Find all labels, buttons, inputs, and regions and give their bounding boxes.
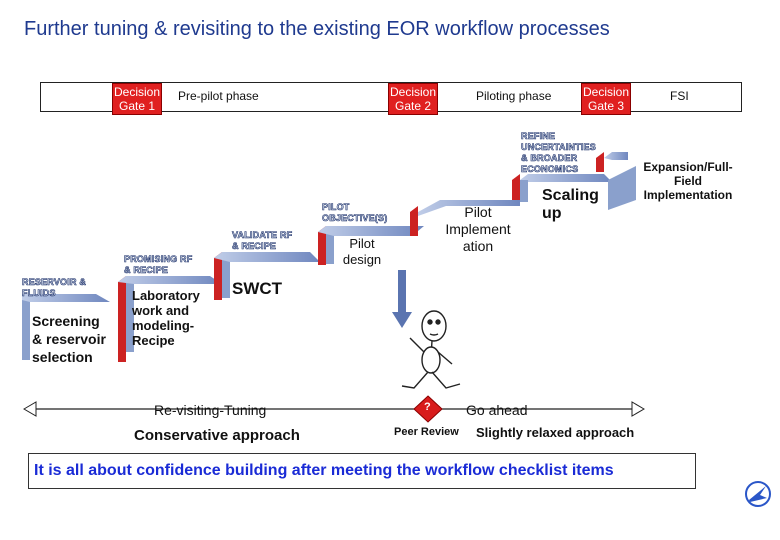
expansion-line1: Expansion/Full- bbox=[643, 160, 733, 174]
pilot-design-line2: design bbox=[342, 252, 382, 267]
question-mark: ? bbox=[424, 401, 431, 413]
step-label-reservoir: RESERVOIR & FLUIDS bbox=[22, 277, 86, 299]
scaling-up-line2: up bbox=[542, 205, 562, 222]
relaxed-label: Slightly relaxed approach bbox=[476, 425, 635, 440]
gate-1-line1: Decision bbox=[113, 85, 161, 99]
gate-2-line2: Gate 2 bbox=[394, 99, 432, 113]
decision-gate-1: Decision Gate 1 bbox=[112, 83, 162, 115]
peer-review-label: Peer Review bbox=[394, 426, 459, 438]
step-label-pilot-objectives: PILOT OBJECTIVE(S) bbox=[322, 202, 388, 224]
scaling-up-label: Scaling up bbox=[542, 187, 599, 223]
decision-gate-2: Decision Gate 2 bbox=[388, 83, 438, 115]
laboratory-line2: work and bbox=[132, 303, 190, 318]
revisiting-label: Re-visiting-Tuning bbox=[154, 402, 267, 418]
screening-line3: selection bbox=[32, 349, 93, 365]
pilot-implementation-line1: Pilot bbox=[464, 204, 492, 220]
swct-label: SWCT bbox=[232, 279, 283, 298]
step-promising bbox=[118, 276, 222, 362]
screening-line1: Screening bbox=[32, 313, 100, 329]
screening-label: Screening & reservoir selection bbox=[32, 312, 106, 366]
laboratory-label: Laboratory work and modeling- Recipe bbox=[132, 288, 200, 348]
laboratory-line1: Laboratory bbox=[132, 288, 200, 303]
step-label-refine: REFINE UNCERTAINTIES & BROADER ECONOMICS bbox=[521, 131, 596, 175]
phase-pre-pilot: Pre-pilot phase bbox=[178, 89, 259, 103]
reservoir-line2: FLUIDS bbox=[22, 288, 56, 299]
step-label-validate: VALIDATE RF & RECIPE bbox=[232, 230, 293, 252]
refine-line4: ECONOMICS bbox=[521, 164, 579, 175]
pilot-implementation-line2: Implement bbox=[445, 221, 511, 237]
pilot-objectives-line1: PILOT bbox=[322, 202, 350, 213]
pilot-implementation-line3: ation bbox=[462, 238, 494, 254]
axis-right-head bbox=[631, 401, 645, 417]
pilot-design-label: Pilot design bbox=[336, 236, 388, 268]
stick-figure bbox=[401, 310, 461, 389]
scaling-up-line1: Scaling bbox=[542, 187, 599, 204]
screening-line2: & reservoir bbox=[32, 331, 106, 347]
promising-line1: PROMISING RF bbox=[124, 254, 193, 265]
step-label-promising: PROMISING RF & RECIPE bbox=[124, 254, 193, 276]
step-reservoir bbox=[22, 294, 110, 360]
step-pilot-implementation bbox=[410, 200, 520, 236]
conservative-label: Conservative approach bbox=[134, 427, 300, 444]
laboratory-line4: Recipe bbox=[132, 333, 175, 348]
expansion-line3: Implementation bbox=[643, 188, 733, 202]
page-title: Further tuning & revisiting to the exist… bbox=[24, 18, 610, 40]
expansion-line2: Field bbox=[673, 174, 702, 188]
reservoir-line1: RESERVOIR & bbox=[22, 277, 87, 288]
pilot-design-line1: Pilot bbox=[349, 236, 375, 251]
step-refine bbox=[512, 174, 612, 202]
step-validate bbox=[214, 252, 320, 300]
go-ahead-label: Go ahead bbox=[466, 402, 528, 418]
logo-icon bbox=[745, 481, 771, 507]
refine-line2: UNCERTAINTIES bbox=[521, 142, 596, 153]
conclusion-banner bbox=[28, 453, 696, 489]
laboratory-line3: modeling- bbox=[132, 318, 195, 333]
phase-piloting: Piloting phase bbox=[476, 89, 552, 103]
gate-1-line2: Gate 1 bbox=[118, 99, 156, 113]
validate-line2: & RECIPE bbox=[232, 241, 277, 252]
axis-left-head bbox=[23, 401, 37, 417]
phase-fsi: FSI bbox=[670, 89, 689, 103]
down-arrow bbox=[392, 270, 412, 328]
gate-3-line2: Gate 3 bbox=[587, 99, 625, 113]
validate-line1: VALIDATE RF bbox=[232, 230, 293, 241]
conclusion-text: It is all about confidence building afte… bbox=[34, 462, 614, 479]
refine-line3: & BROADER bbox=[521, 153, 578, 164]
step-pilot-objectives bbox=[318, 226, 424, 265]
gate-3-line1: Decision bbox=[582, 85, 630, 99]
gate-2-line1: Decision bbox=[389, 85, 437, 99]
refine-line1: REFINE bbox=[521, 131, 556, 142]
step-label-expansion: Expansion/Full- Field Implementation bbox=[630, 160, 746, 202]
pilot-implementation-label: Pilot Implement ation bbox=[436, 204, 520, 255]
promising-line2: & RECIPE bbox=[124, 265, 169, 276]
decision-diamond bbox=[413, 395, 443, 423]
decision-gate-3: Decision Gate 3 bbox=[581, 83, 631, 115]
pilot-objectives-line2: OBJECTIVE(S) bbox=[322, 213, 388, 224]
step-expansion bbox=[596, 152, 636, 210]
